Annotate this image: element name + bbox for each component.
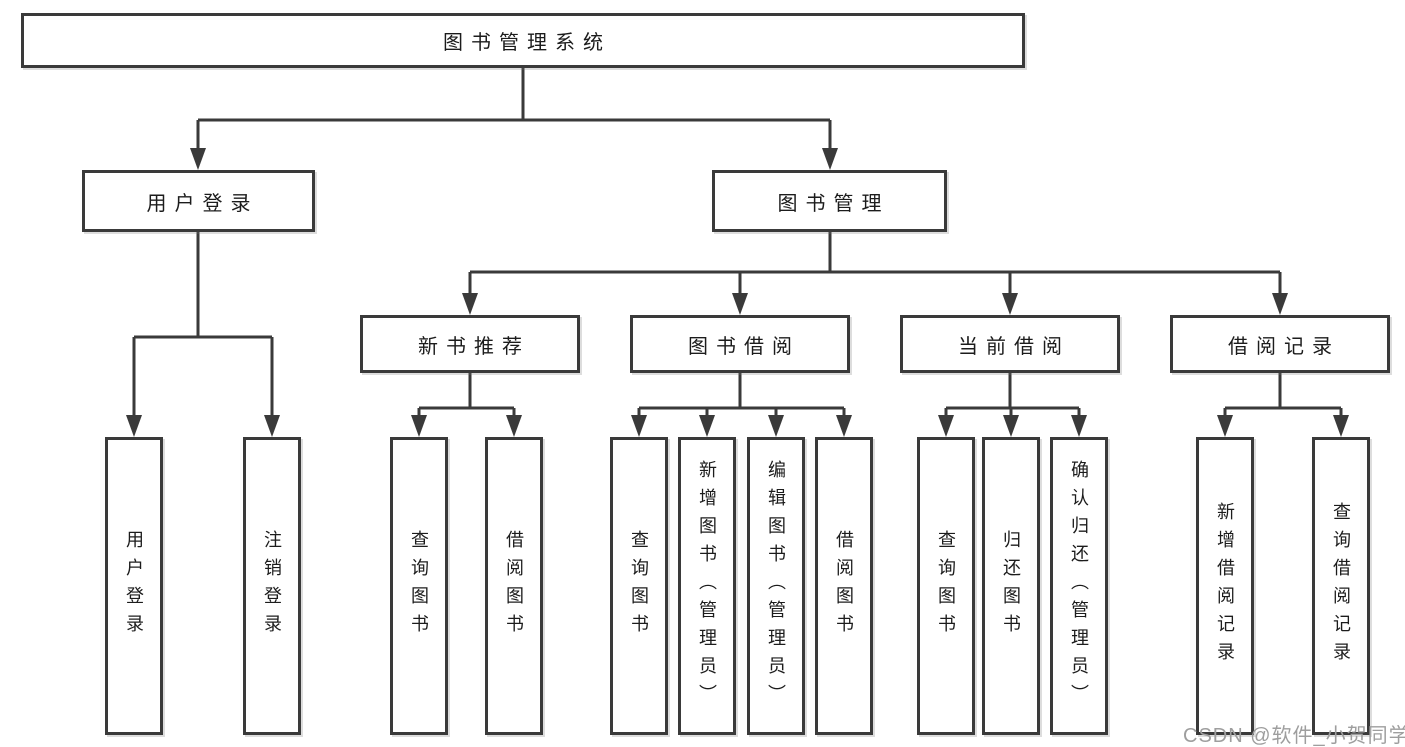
node-user-login-label: 用户登录 <box>146 192 259 215</box>
node-book-borrow: 图书借阅 <box>630 315 850 373</box>
node-new-book-recommend-label: 新书推荐 <box>418 335 530 358</box>
leaf-borrow-book-label: 借阅图书 <box>834 530 854 642</box>
leaf-user-login-label: 用户登录 <box>124 530 144 642</box>
leaf-borrow-book-recommend-label: 借阅图书 <box>504 530 524 642</box>
leaf-query-book-recommend: 查询图书 <box>390 437 448 735</box>
leaf-query-book-current: 查询图书 <box>917 437 975 735</box>
leaf-borrow-book: 借阅图书 <box>815 437 873 735</box>
leaf-borrow-book-recommend: 借阅图书 <box>485 437 543 735</box>
node-book-borrow-label: 图书借阅 <box>688 335 800 358</box>
leaf-query-book-borrow: 查询图书 <box>610 437 668 735</box>
leaf-add-book-admin: 新增图书（管理员） <box>678 437 736 735</box>
leaf-query-book-borrow-label: 查询图书 <box>629 530 649 642</box>
node-user-login: 用户登录 <box>82 170 315 232</box>
leaf-return-book-label: 归还图书 <box>1001 530 1021 642</box>
leaf-query-borrow-record-label: 查询借阅记录 <box>1331 502 1351 670</box>
node-book-management-label: 图书管理 <box>777 192 890 215</box>
leaf-confirm-return-admin: 确认归还（管理员） <box>1050 437 1108 735</box>
leaf-query-borrow-record: 查询借阅记录 <box>1312 437 1370 735</box>
leaf-query-book-recommend-label: 查询图书 <box>409 530 429 642</box>
leaf-user-login: 用户登录 <box>105 437 163 735</box>
node-borrow-record-label: 借阅记录 <box>1228 335 1340 358</box>
node-root: 图书管理系统 <box>21 13 1025 68</box>
node-root-label: 图书管理系统 <box>443 32 611 54</box>
node-borrow-record: 借阅记录 <box>1170 315 1390 373</box>
leaf-logout-login-label: 注销登录 <box>262 530 282 642</box>
leaf-confirm-return-admin-label: 确认归还（管理员） <box>1069 460 1089 712</box>
node-book-management: 图书管理 <box>712 170 947 232</box>
node-current-borrow: 当前借阅 <box>900 315 1120 373</box>
leaf-edit-book-admin: 编辑图书（管理员） <box>747 437 805 735</box>
leaf-logout-login: 注销登录 <box>243 437 301 735</box>
leaf-add-borrow-record: 新增借阅记录 <box>1196 437 1254 735</box>
leaf-edit-book-admin-label: 编辑图书（管理员） <box>766 460 786 712</box>
node-new-book-recommend: 新书推荐 <box>360 315 580 373</box>
node-current-borrow-label: 当前借阅 <box>958 335 1070 358</box>
leaf-query-book-current-label: 查询图书 <box>936 530 956 642</box>
leaf-add-borrow-record-label: 新增借阅记录 <box>1215 502 1235 670</box>
csdn-watermark: CSDN @软件_小贺同学 <box>1183 725 1405 747</box>
leaf-return-book: 归还图书 <box>982 437 1040 735</box>
leaf-add-book-admin-label: 新增图书（管理员） <box>697 460 717 712</box>
